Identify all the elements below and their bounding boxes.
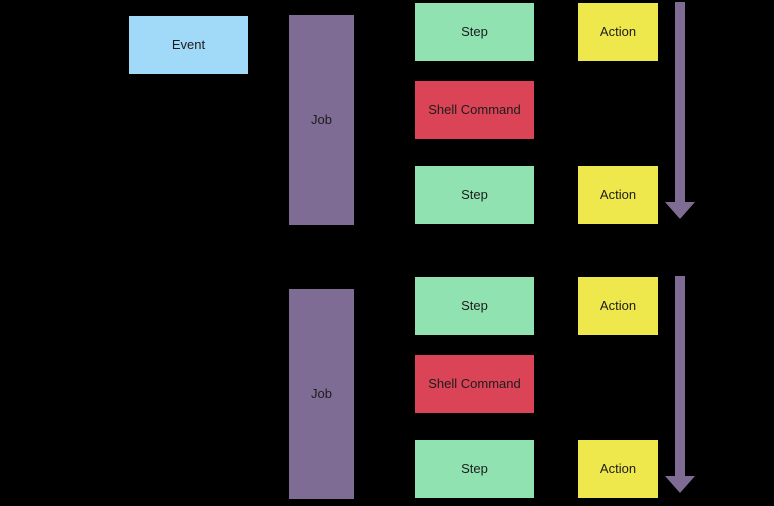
shell-command-label: Shell Command	[428, 376, 521, 392]
shell-command-label: Shell Command	[428, 102, 521, 118]
step-box: Step	[415, 3, 534, 61]
step-box: Step	[415, 440, 534, 498]
workflow-section-1: Job Step Shell Command Step Action Actio…	[0, 0, 774, 232]
action-box: Action	[578, 3, 658, 61]
event-label: Event	[171, 37, 206, 53]
step-label: Step	[461, 24, 488, 40]
action-label: Action	[599, 187, 637, 203]
job-label: Job	[311, 112, 332, 128]
down-arrow-icon	[665, 276, 695, 493]
event-box: Event	[129, 16, 248, 74]
action-label: Action	[599, 24, 637, 40]
step-label: Step	[461, 298, 488, 314]
shell-command-box: Shell Command	[415, 81, 534, 139]
action-label: Action	[599, 298, 637, 314]
shell-command-box: Shell Command	[415, 355, 534, 413]
step-label: Step	[461, 187, 488, 203]
action-box: Action	[578, 166, 658, 224]
down-arrow-icon	[665, 2, 695, 219]
job-box: Job	[289, 289, 354, 499]
job-label: Job	[311, 386, 332, 402]
action-box: Action	[578, 277, 658, 335]
workflow-section-2: Job Step Shell Command Step Action Actio…	[0, 274, 774, 506]
job-box: Job	[289, 15, 354, 225]
action-box: Action	[578, 440, 658, 498]
step-box: Step	[415, 166, 534, 224]
action-label: Action	[599, 461, 637, 477]
step-box: Step	[415, 277, 534, 335]
step-label: Step	[461, 461, 488, 477]
